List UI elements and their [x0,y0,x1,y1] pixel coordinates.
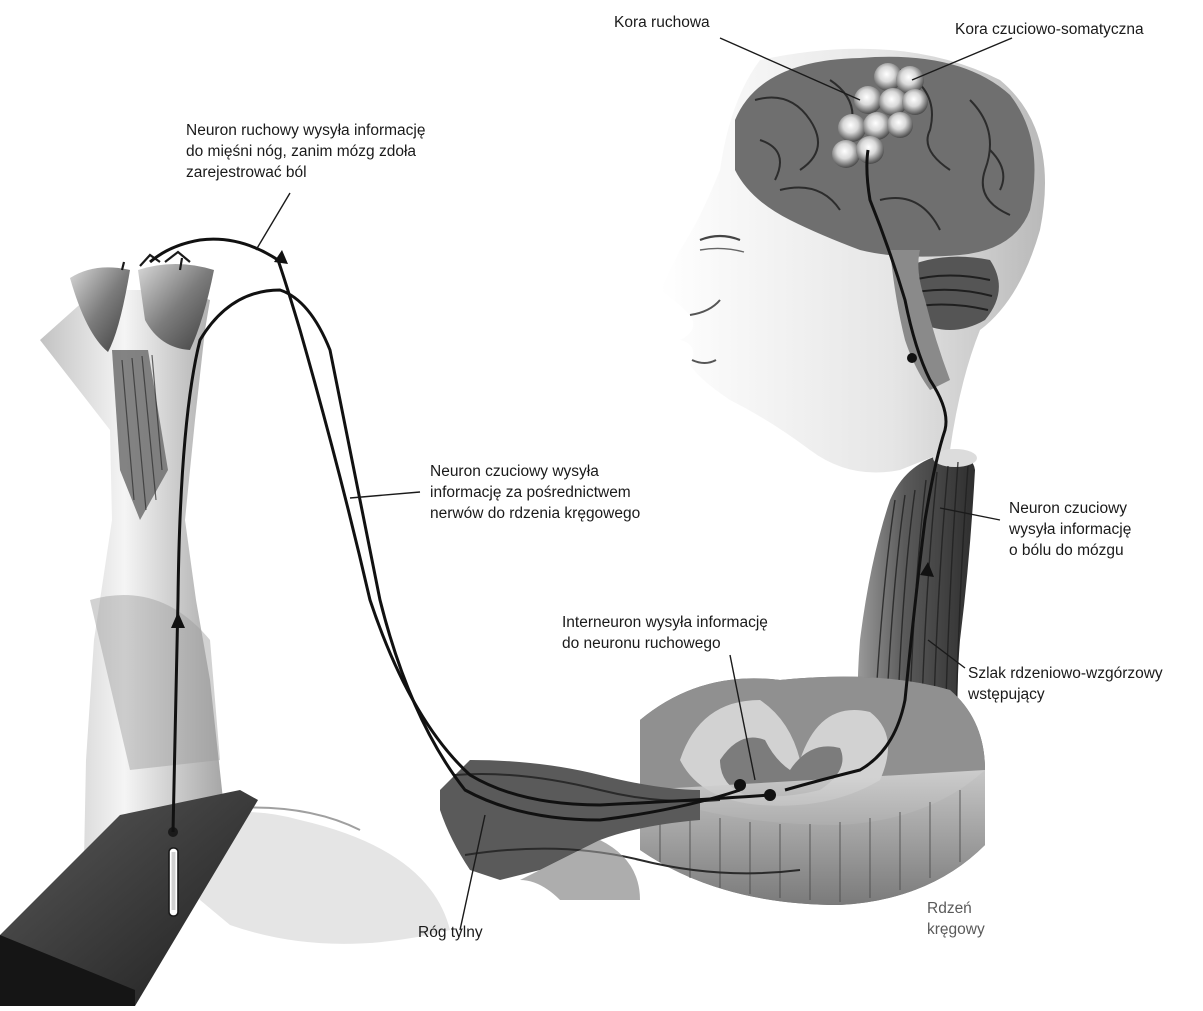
label-motor-neuron: Neuron ruchowy wysyła informację do mięś… [186,120,425,183]
head-illustration [660,49,1045,473]
leg-illustration [0,252,450,1006]
label-interneuron: Interneuron wysyła informację do neuronu… [562,612,768,654]
label-sensory-neuron-brain: Neuron czuciowy wysyła informację o bólu… [1009,498,1131,561]
pin-icon [169,848,178,916]
label-motor-cortex: Kora ruchowa [614,12,710,33]
label-somatosensory-cortex: Kora czuciowo-somatyczna [955,19,1144,40]
spinal-cord-illustration [640,449,985,905]
label-dorsal-horn: Róg tylny [418,922,483,943]
label-spinothalamic-tract: Szlak rdzeniowo-wzgórzowy wstępujący [968,663,1163,705]
label-sensory-neuron-nerves: Neuron czuciowy wysyła informację za poś… [430,461,640,524]
label-spinal-cord: Rdzeń kręgowy [927,898,985,940]
